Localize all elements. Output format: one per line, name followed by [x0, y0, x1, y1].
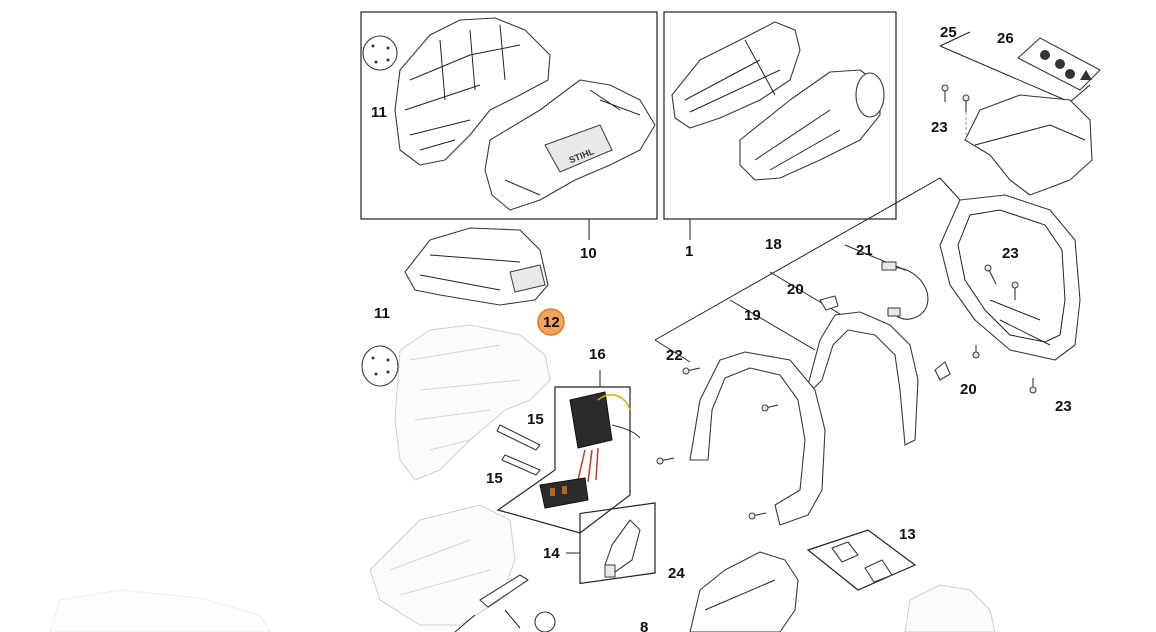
- clip-20-top: [819, 295, 839, 311]
- detail-box-13: [806, 529, 917, 591]
- ghost-parts-right: [49, 584, 996, 632]
- handle-housing-half-left: [671, 21, 801, 129]
- callout-10[interactable]: 10: [580, 245, 597, 262]
- callout-18[interactable]: 18: [765, 236, 782, 253]
- callout-26[interactable]: 26: [997, 30, 1014, 47]
- gasket-11-top: [362, 35, 398, 71]
- housing-shell-left: [394, 17, 551, 166]
- callout-12-highlight[interactable]: 12: [537, 308, 565, 336]
- ghost-housing-left: [369, 324, 551, 626]
- callout-25[interactable]: 25: [940, 24, 957, 41]
- callout-8[interactable]: 8: [640, 619, 648, 632]
- callout-15-a[interactable]: 15: [527, 411, 544, 428]
- callout-24[interactable]: 24: [668, 565, 685, 582]
- spring-15-a: [496, 424, 541, 451]
- top-cover: [964, 94, 1093, 196]
- callout-1[interactable]: 1: [685, 243, 693, 260]
- warning-label-26: [1017, 37, 1101, 91]
- callout-23-bottom[interactable]: 23: [1055, 398, 1072, 415]
- screws-23-top: [941, 84, 970, 140]
- callout-22[interactable]: 22: [666, 347, 683, 364]
- callout-23-top[interactable]: 23: [931, 119, 948, 136]
- callout-13[interactable]: 13: [899, 526, 916, 543]
- callout-20-top[interactable]: 20: [787, 281, 804, 298]
- clip-20-right: [934, 361, 951, 381]
- callout-23-frame[interactable]: 23: [1002, 245, 1019, 262]
- highlight-circle: [537, 308, 565, 336]
- callout-14[interactable]: 14: [543, 545, 560, 562]
- bow-handle-22: [689, 351, 826, 526]
- loop-handle-19: [807, 311, 919, 446]
- electronic-module-16: [539, 391, 641, 509]
- cover-12: [404, 227, 549, 306]
- callout-11-top[interactable]: 11: [371, 104, 387, 121]
- callout-20-right[interactable]: 20: [960, 381, 977, 398]
- screws-22: [656, 367, 779, 520]
- callout-15-b[interactable]: 15: [486, 470, 503, 487]
- callout-12[interactable]: 12: [543, 314, 560, 331]
- spring-15-b: [501, 454, 541, 476]
- callout-16[interactable]: 16: [589, 346, 606, 363]
- screws-23-frame: [972, 264, 1037, 394]
- callout-11-lower[interactable]: 11: [374, 305, 390, 322]
- detail-box-10: [360, 11, 658, 220]
- housing-shell-right-with-logo: STIHL: [484, 79, 656, 211]
- lower-cover-24: [689, 551, 799, 632]
- callout-19[interactable]: 19: [744, 307, 761, 324]
- handle-frame: [939, 194, 1081, 361]
- handle-housing-half-right: [739, 69, 885, 181]
- callout-21[interactable]: 21: [856, 242, 873, 259]
- pads-13: [831, 541, 893, 583]
- detail-box-14: [579, 502, 656, 585]
- switch-cable-21: [881, 261, 929, 320]
- detail-box-1: [663, 11, 897, 220]
- misc-parts-bottom: [454, 574, 556, 632]
- trigger-14: [604, 519, 641, 578]
- gasket-11-lower: [361, 345, 399, 387]
